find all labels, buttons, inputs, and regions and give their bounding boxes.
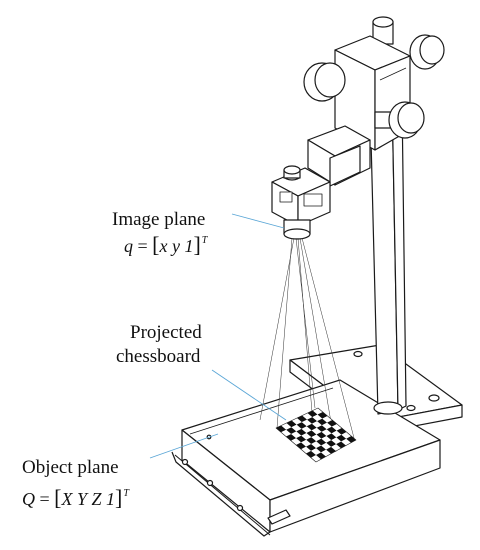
- chessboard-square: [306, 423, 317, 431]
- chessboard-square: [321, 429, 332, 436]
- chessboard-square: [331, 424, 342, 431]
- chessboard-square: [327, 420, 337, 427]
- chessboard-square: [326, 433, 337, 441]
- chessboard-square: [281, 429, 292, 437]
- chessboard-square: [316, 438, 327, 446]
- top-knob: [372, 16, 394, 45]
- chessboard-square: [301, 439, 312, 447]
- chessboard-square: [312, 414, 323, 422]
- chessboard-square: [321, 442, 332, 450]
- chessboard-square: [341, 432, 352, 439]
- object-eq-var: Q: [22, 489, 35, 509]
- chessboard-square: [291, 431, 302, 439]
- object-eq-equals: =: [39, 489, 50, 509]
- chessboard-square: [291, 418, 302, 425]
- image-eq-open: [: [152, 232, 160, 257]
- chessboard-square: [306, 443, 317, 451]
- image-plane-equation: q = [x y 1]T: [124, 234, 207, 256]
- chessboard-square: [322, 416, 333, 423]
- chessboard-square: [296, 442, 307, 450]
- chessboard-square: [297, 415, 308, 423]
- chessboard-square: [316, 425, 327, 432]
- chessboard-square: [316, 431, 327, 439]
- object-plane-equation: Q = [X Y Z 1]T: [22, 487, 129, 509]
- image-eq-var: q: [124, 236, 133, 256]
- chessboard-square: [311, 455, 321, 462]
- object-plane-leader: [149, 433, 219, 459]
- image-plane-leader: [231, 213, 285, 229]
- chessboard-border: [275, 407, 357, 463]
- chessboard-square: [296, 428, 307, 436]
- object-eq-body: X Y Z 1: [61, 489, 116, 509]
- image-eq-equals: =: [137, 236, 148, 256]
- leader-lines: [149, 213, 287, 459]
- chessboard-square: [301, 426, 312, 433]
- chessboard-square: [307, 417, 318, 424]
- camera-arm: [307, 125, 371, 187]
- chessboard-square: [296, 435, 307, 443]
- chessboard-square: [311, 448, 322, 456]
- image-eq-body: x y 1: [159, 236, 194, 256]
- chessboard-square: [321, 449, 331, 457]
- chessboard-square: [336, 428, 347, 435]
- object-eq-close: ]: [115, 485, 123, 510]
- object-plane-label: Object plane: [22, 457, 119, 478]
- chessboard-square: [311, 441, 322, 449]
- chessboard-square: [276, 425, 287, 433]
- chessboard-square: [291, 438, 302, 445]
- chessboard-square: [291, 424, 302, 432]
- chessboard-square: [317, 418, 328, 426]
- object-eq-transpose: T: [123, 488, 129, 499]
- chessboard-square: [296, 422, 307, 429]
- chessboard-square: [301, 419, 312, 427]
- chessboard-square: [331, 430, 342, 438]
- chessboard-square: [306, 437, 317, 444]
- projected-label-line1: Projected: [130, 322, 202, 343]
- chessboard-square: [336, 434, 347, 442]
- chessboard-square: [326, 426, 337, 434]
- chessboard-square: [326, 440, 337, 447]
- chessboard-square: [331, 437, 342, 445]
- chessboard-square: [311, 421, 322, 428]
- chessboard-square: [307, 410, 318, 418]
- chessboard-square: [302, 413, 313, 420]
- image-eq-close: ]: [193, 232, 201, 257]
- chessboard-square: [286, 420, 297, 428]
- right-knob-mid: [374, 101, 425, 139]
- chessboard-square: [281, 423, 292, 430]
- chessboard-square: [317, 412, 328, 419]
- projected-label-line2: chessboard: [116, 346, 201, 367]
- chessboard-square: [316, 452, 326, 460]
- chessboard-square: [311, 434, 322, 442]
- projected-chessboard: [275, 407, 357, 463]
- camera: [271, 165, 331, 240]
- chessboard-square: [301, 446, 312, 454]
- left-knob: [303, 62, 346, 102]
- object-eq-open: [: [54, 485, 62, 510]
- chessboard-square: [306, 430, 317, 438]
- chessboard-square: [286, 427, 297, 434]
- image-eq-transpose: T: [201, 235, 208, 246]
- chessboard-square: [286, 433, 297, 441]
- chessboard-square: [321, 435, 332, 443]
- image-plane-label: Image plane: [112, 209, 206, 230]
- chessboard-square: [301, 432, 312, 440]
- chessboard-square: [306, 450, 317, 458]
- projected-chessboard-leader: [211, 369, 287, 421]
- column: [369, 95, 407, 415]
- right-knob-top: [409, 34, 445, 70]
- chessboard-square: [311, 427, 322, 435]
- chessboard-square: [321, 422, 332, 430]
- chessboard-square: [316, 445, 327, 453]
